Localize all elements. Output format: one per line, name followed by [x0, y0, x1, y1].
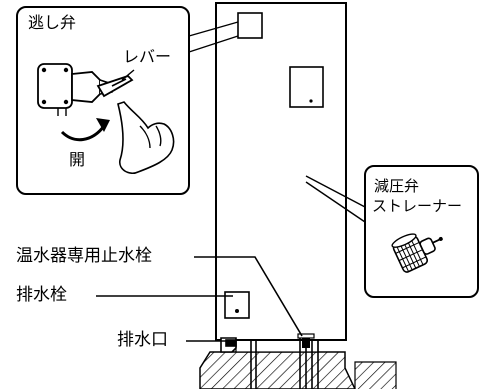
open-label: 開: [69, 150, 86, 169]
relief-valve-inset: [16, 6, 239, 195]
drain-cock-label: 排水栓: [16, 285, 67, 305]
strainer-label: ストレーナー: [372, 197, 463, 215]
drain-outlet-fitting: [220, 337, 237, 353]
drain-outlet-label: 排水口: [117, 330, 168, 350]
pressure-reducing-valve-label: 減圧弁: [374, 177, 420, 195]
strainer-inset: [305, 165, 479, 298]
relief-valve-label: 逃し弁: [28, 13, 77, 32]
stop-cock-valve: [297, 333, 315, 348]
label-leaders: [96, 256, 303, 342]
heater-stop-cock-label: 温水器専用止水栓: [16, 246, 152, 266]
water-heater-unit: [215, 2, 347, 341]
pipes: [250, 335, 319, 389]
lever-label: レバー: [123, 47, 172, 66]
